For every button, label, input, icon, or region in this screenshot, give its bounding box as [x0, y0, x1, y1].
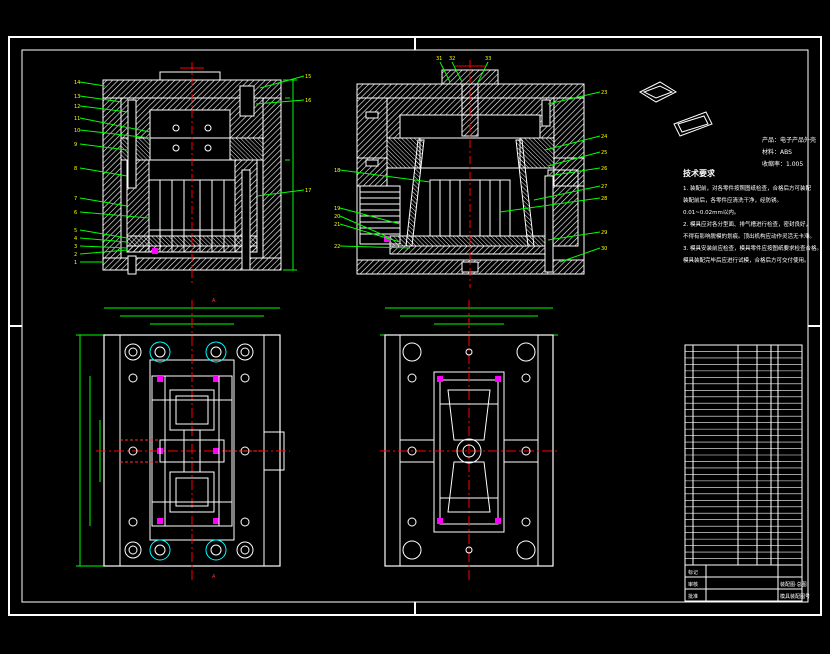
front-section-view: 14 13 12 11 10 9 8 7 6 5 4 3 2 1 15 16 17 [74, 62, 311, 285]
svg-text:25: 25 [601, 150, 607, 156]
svg-text:28: 28 [601, 196, 607, 202]
svg-text:19: 19 [334, 206, 340, 212]
requirement-line: 装配前后，各零件应清洗干净，经防锈。 [683, 196, 782, 204]
svg-text:5: 5 [74, 228, 77, 234]
title-label-check: 审核 [688, 581, 698, 588]
title-label-approve: 批准 [688, 593, 698, 600]
moving-half-plan-view: AA [76, 298, 290, 580]
svg-text:21: 21 [334, 222, 340, 228]
product-sketch [638, 81, 713, 137]
technical-requirements: 产品：电子产品外壳 材料：ABS 收缩率：1.005 技术要求 1. 装配前，对… [683, 136, 822, 264]
svg-text:27: 27 [601, 184, 607, 190]
svg-text:24: 24 [601, 134, 607, 140]
spec-line-material: 材料：ABS [762, 148, 792, 156]
requirement-line: 2. 模具应对各分型面、排气槽进行检查，密封良好， [683, 220, 811, 228]
svg-text:1: 1 [74, 260, 77, 266]
svg-text:17: 17 [305, 188, 311, 194]
svg-text:11: 11 [74, 116, 80, 122]
spec-line-shrinkage: 收缩率：1.005 [762, 160, 803, 168]
svg-text:31: 31 [436, 56, 442, 62]
svg-text:9: 9 [74, 142, 77, 148]
svg-text:2: 2 [74, 252, 77, 258]
requirement-line: 0.01~0.02mm以内。 [683, 208, 739, 216]
svg-text:23: 23 [601, 90, 607, 96]
drawing-name: 装配图·总图 [780, 581, 807, 588]
svg-text:32: 32 [449, 56, 455, 62]
svg-text:22: 22 [334, 244, 340, 250]
svg-text:33: 33 [485, 56, 491, 62]
title-block: 标记 审核 批准 装配图·总图 模具装配图号 [684, 564, 810, 602]
sheet-border [8, 36, 822, 616]
svg-text:20: 20 [334, 214, 340, 220]
svg-text:4: 4 [74, 236, 77, 242]
svg-text:29: 29 [601, 230, 607, 236]
tech-requirements-heading: 技术要求 [683, 168, 716, 178]
svg-text:10: 10 [74, 128, 80, 134]
requirement-line: 3. 模具安装前应检查，模具零件应按图纸要求检查合格。 [683, 244, 822, 252]
bill-of-materials [684, 344, 803, 566]
svg-text:13: 13 [74, 94, 80, 100]
svg-text:26: 26 [601, 166, 607, 172]
svg-text:7: 7 [74, 196, 77, 202]
title-label-mark: 标记 [688, 569, 698, 576]
svg-text:12: 12 [74, 104, 80, 110]
requirement-line: 1. 装配前，对各零件按照图纸检查，合格后方可装配 [683, 184, 811, 192]
fixed-half-plan-view [380, 300, 560, 580]
svg-text:8: 8 [74, 166, 77, 172]
requirement-line: 模具装配完毕后应进行试模，合格后方可交付使用。 [683, 256, 810, 264]
svg-text:14: 14 [74, 80, 80, 86]
svg-text:3: 3 [74, 244, 77, 250]
spec-line-product: 产品：电子产品外壳 [762, 136, 816, 144]
svg-text:16: 16 [305, 98, 311, 104]
svg-text:18: 18 [334, 168, 340, 174]
svg-text:A: A [212, 574, 216, 580]
requirement-line: 不得有影响脱模的划痕。顶出机构应动作灵活无卡滞。 [683, 232, 815, 240]
side-section-view: 18 19 20 21 22 23 24 25 26 27 28 29 30 31 32 33 [334, 56, 607, 288]
svg-text:30: 30 [601, 246, 607, 252]
svg-text:A: A [212, 298, 216, 304]
svg-text:6: 6 [74, 210, 77, 216]
svg-text:15: 15 [305, 74, 311, 80]
drawing-number: 模具装配图号 [780, 593, 810, 600]
